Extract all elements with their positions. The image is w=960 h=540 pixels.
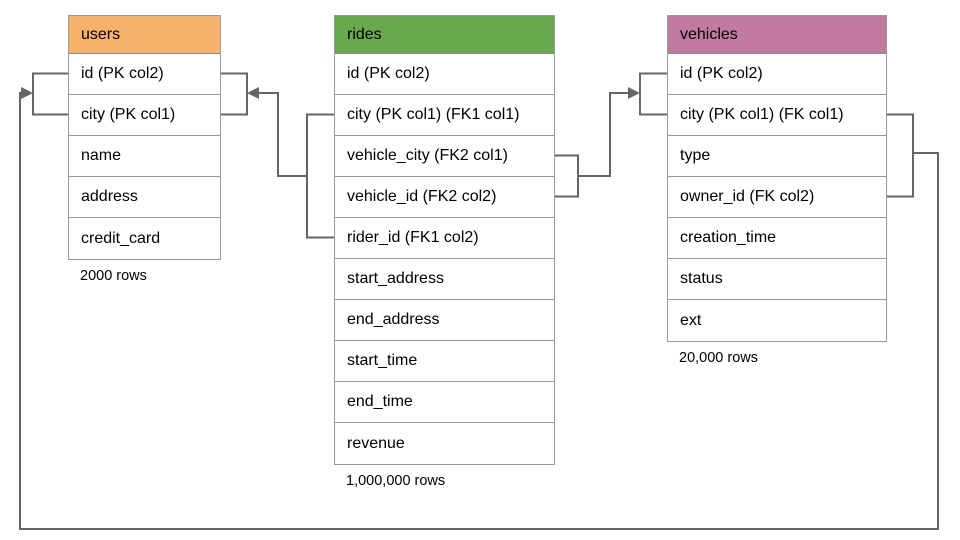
rides-row-id: id (PK col2)	[335, 54, 554, 95]
vehicles-table: vehicles id (PK col2) city (PK col1) (FK…	[667, 15, 887, 342]
users-row-credit-card: credit_card	[69, 218, 220, 259]
rides-row-city: city (PK col1) (FK1 col1)	[335, 95, 554, 136]
vehicles-row-id: id (PK col2)	[668, 54, 886, 95]
fk2-connector-line	[578, 92, 629, 177]
users-row-count: 2000 rows	[80, 268, 147, 284]
fk3-connector-line	[19, 92, 939, 530]
vehicles-row-city: city (PK col1) (FK col1)	[668, 95, 886, 136]
rides-row-end-time: end_time	[335, 382, 554, 423]
fk3-users-bracket	[32, 72, 68, 116]
rides-row-count: 1,000,000 rows	[346, 473, 446, 489]
fk2-rides-to-vehicles	[555, 72, 667, 198]
fk1-users-bracket	[221, 72, 248, 116]
vehicles-row-owner-id: owner_id (FK col2)	[668, 177, 886, 218]
fk3-vehicles-bracket	[887, 113, 914, 198]
users-table-header: users	[69, 16, 220, 54]
rides-row-start-address: start_address	[335, 259, 554, 300]
fk3-arrowhead	[21, 87, 33, 99]
rides-row-revenue: revenue	[335, 423, 554, 464]
rides-row-vehicle-city: vehicle_city (FK2 col1)	[335, 136, 554, 177]
rides-table: rides id (PK col2) city (PK col1) (FK1 c…	[334, 15, 555, 465]
fk1-connector-line	[258, 92, 307, 177]
vehicles-row-count: 20,000 rows	[679, 350, 758, 366]
rides-row-rider-id: rider_id (FK1 col2)	[335, 218, 554, 259]
fk1-rides-to-users	[221, 72, 334, 239]
fk2-rides-bracket	[555, 154, 579, 198]
fk1-arrowhead	[247, 87, 259, 99]
fk2-arrowhead	[628, 87, 640, 99]
vehicles-row-type: type	[668, 136, 886, 177]
vehicles-table-header: vehicles	[668, 16, 886, 54]
rides-row-vehicle-id: vehicle_id (FK2 col2)	[335, 177, 554, 218]
vehicles-row-ext: ext	[668, 300, 886, 341]
vehicles-row-creation-time: creation_time	[668, 218, 886, 259]
users-row-address: address	[69, 177, 220, 218]
rides-row-end-address: end_address	[335, 300, 554, 341]
vehicles-row-status: status	[668, 259, 886, 300]
fk3-vehicles-to-users	[19, 72, 939, 530]
users-table: users id (PK col2) city (PK col1) name a…	[68, 15, 221, 260]
fk1-rides-bracket	[306, 113, 334, 239]
rides-table-header: rides	[335, 16, 554, 54]
users-row-id: id (PK col2)	[69, 54, 220, 95]
users-row-name: name	[69, 136, 220, 177]
fk2-vehicles-bracket	[639, 72, 667, 116]
rides-row-start-time: start_time	[335, 341, 554, 382]
users-row-city: city (PK col1)	[69, 95, 220, 136]
